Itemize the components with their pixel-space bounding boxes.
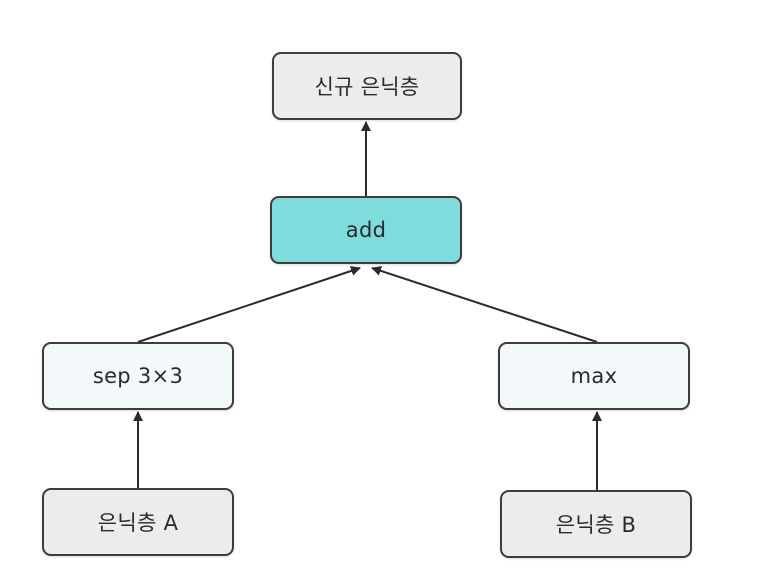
node-hidden-layer-b-label: 은닉층 B	[555, 513, 637, 537]
node-new-hidden-layer: 신규 은닉층	[272, 52, 462, 120]
node-sep-3x3: sep 3×3	[42, 342, 234, 410]
node-hidden-layer-a-label: 은닉층 A	[97, 511, 179, 535]
node-hidden-layer-b: 은닉층 B	[500, 490, 692, 558]
node-add-label: add	[345, 218, 387, 242]
edge-sep-to-add	[137, 266, 361, 343]
node-hidden-layer-a: 은닉층 A	[42, 488, 234, 556]
edge-max-to-add	[371, 266, 598, 343]
node-max: max	[498, 342, 690, 410]
node-add: add	[270, 196, 462, 264]
node-new-hidden-layer-label: 신규 은닉층	[314, 75, 420, 99]
node-sep-3x3-label: sep 3×3	[92, 364, 184, 388]
node-max-label: max	[570, 364, 618, 388]
